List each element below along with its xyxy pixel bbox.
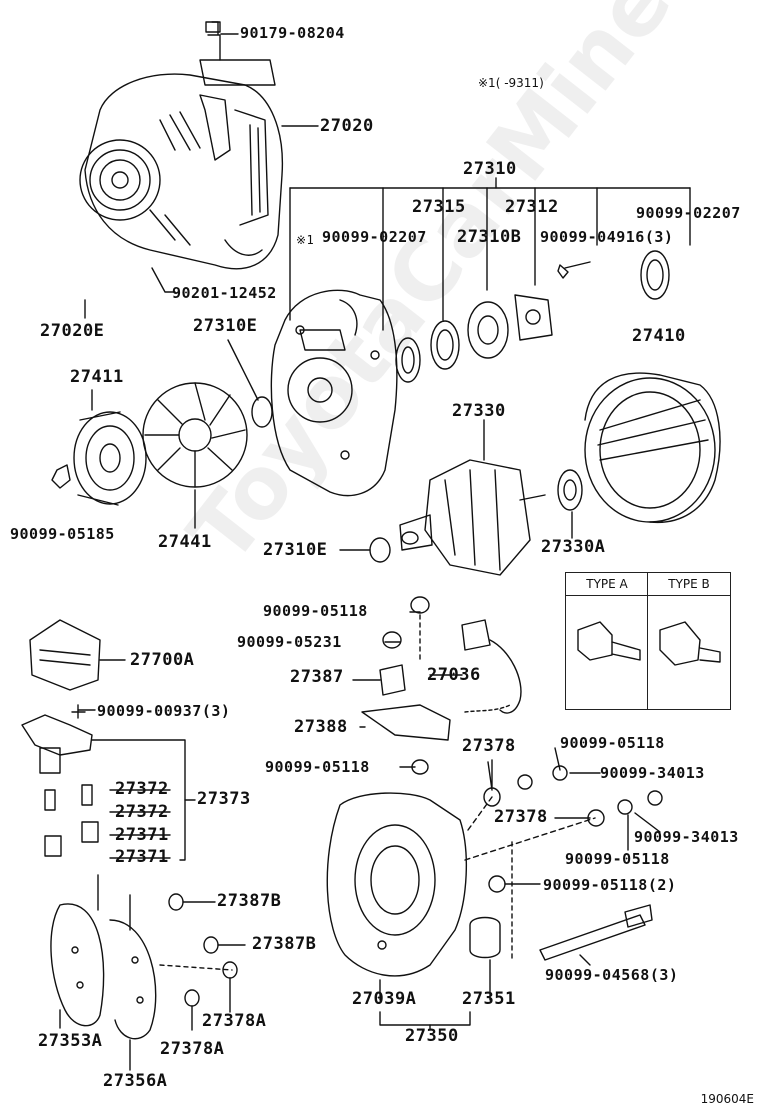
label-90099-04568: 90099-04568(3)	[545, 966, 679, 984]
bushings-nuts-drawing	[168, 596, 663, 1031]
label-note-mark: ※1	[296, 233, 315, 247]
label-90099-04916: 90099-04916(3)	[540, 228, 674, 246]
label-27371-b: 27371	[115, 847, 169, 867]
label-27039a: 27039A	[352, 989, 417, 1009]
label-27378-a: 27378	[462, 736, 516, 756]
rear-end-frame-drawing	[326, 792, 653, 1031]
label-27373: 27373	[197, 789, 251, 809]
label-27410: 27410	[632, 326, 686, 346]
drive-end-frame-drawing	[270, 289, 398, 497]
label-90099-05118-d: 90099-05118	[565, 850, 670, 868]
note: ※1( -9311)	[478, 76, 544, 90]
label-27378a-b: 27378A	[160, 1039, 225, 1059]
label-90099-05118-a: 90099-05118	[263, 602, 368, 620]
label-27315: 27315	[412, 197, 466, 217]
label-27371-a: 27371	[115, 825, 169, 845]
label-90099-05231: 90099-05231	[237, 633, 342, 651]
label-27411: 27411	[70, 367, 124, 387]
label-27310e-top: 27310E	[193, 316, 258, 336]
note-text: ( -9311)	[495, 76, 544, 90]
label-90179-08204: 90179-08204	[240, 24, 345, 42]
label-27441: 27441	[158, 532, 212, 552]
label-27330: 27330	[452, 401, 506, 421]
label-90099-05118-b: 90099-05118	[560, 734, 665, 752]
label-27036: 27036	[427, 665, 481, 685]
label-90099-05118-e: 90099-05118(2)	[543, 876, 677, 894]
label-27312: 27312	[505, 197, 559, 217]
label-90099-02207-right: 90099-02207	[636, 204, 741, 222]
label-27387: 27387	[290, 667, 344, 687]
label-27020e: 27020E	[40, 321, 105, 341]
leader-lines	[77, 267, 661, 966]
stator-drawing	[584, 372, 721, 524]
bracket-lines-27310	[289, 177, 691, 331]
alternator-assembly-drawing	[79, 21, 319, 270]
label-27353a: 27353A	[38, 1031, 103, 1051]
note-mark: ※1	[478, 76, 496, 90]
type-table-drawings	[577, 621, 721, 666]
brush-holder-drawing	[21, 704, 196, 861]
label-90099-05118-c: 90099-05118	[265, 758, 370, 776]
label-90099-02207-left: 90099-02207	[322, 228, 427, 246]
regulator-drawing	[29, 619, 126, 691]
label-90201-12452: 90201-12452	[172, 284, 277, 302]
type-table-header-line	[566, 595, 730, 596]
fan-drawing	[142, 382, 248, 529]
label-90099-34013-a: 90099-34013	[600, 764, 705, 782]
type-table: TYPE A TYPE B	[565, 572, 731, 710]
rotor-drawing	[369, 419, 583, 576]
label-27387b-a: 27387B	[217, 891, 282, 911]
label-27356a: 27356A	[103, 1071, 168, 1091]
type-a-header: TYPE A	[586, 577, 628, 591]
rectifier-drawing	[50, 874, 233, 1071]
label-27330a: 27330A	[541, 537, 606, 557]
label-27388: 27388	[294, 717, 348, 737]
label-90099-34013-b: 90099-34013	[634, 828, 739, 846]
rings-bearing-drawing	[251, 250, 670, 428]
type-table-divider	[647, 573, 648, 709]
label-27351: 27351	[462, 989, 516, 1009]
label-27310e-bottom: 27310E	[263, 540, 328, 560]
label-27372-a: 27372	[115, 779, 169, 799]
type-b-header: TYPE B	[668, 577, 710, 591]
connector-27036-drawing	[461, 619, 522, 714]
label-27310b: 27310B	[457, 227, 522, 247]
label-27310: 27310	[463, 159, 517, 179]
label-90099-05185: 90099-05185	[10, 525, 115, 543]
label-27700a: 27700A	[130, 650, 195, 670]
label-27372-b: 27372	[115, 802, 169, 822]
pulley-drawing	[51, 389, 147, 506]
diagram-reference: 190604E	[700, 1092, 754, 1106]
label-27387b-b: 27387B	[252, 934, 317, 954]
label-27378-b: 27378	[494, 807, 548, 827]
label-27350: 27350	[405, 1026, 459, 1046]
label-90099-00937: 90099-00937(3)	[97, 702, 231, 720]
label-27378a-a: 27378A	[202, 1011, 267, 1031]
label-27020: 27020	[320, 116, 374, 136]
